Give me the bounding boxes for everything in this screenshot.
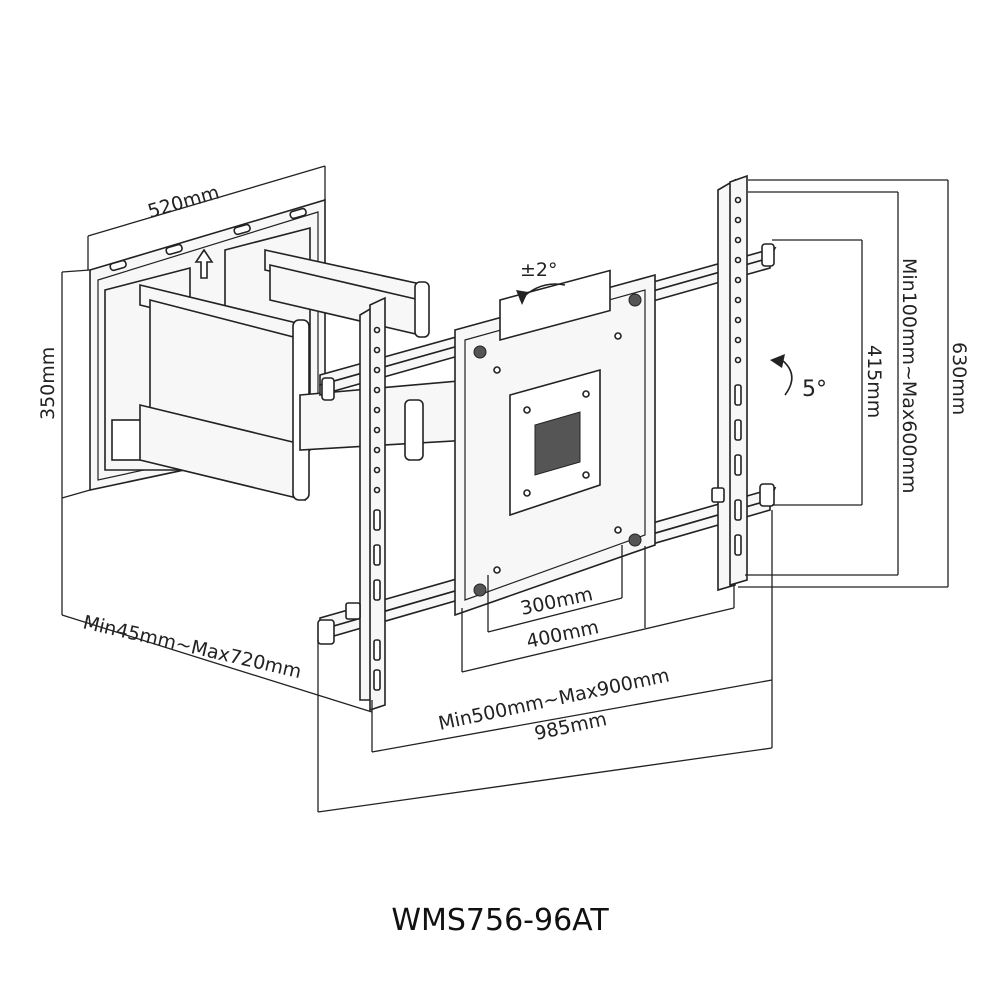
wall-plate-width-label: 520mm (145, 181, 222, 222)
vertical-range-label: Min100mm~Max600mm (898, 258, 920, 493)
overall-height-label: 630mm (948, 342, 970, 415)
vesa-vertical-label: 415mm (863, 345, 885, 418)
overall-width-label: 985mm (532, 708, 608, 745)
tilt-arrow-icon (516, 283, 566, 305)
tilt-label: ±2° (520, 259, 558, 281)
swivel-label: 5° (802, 377, 827, 402)
vesa-outer-label: 400mm (524, 616, 600, 653)
vesa-plate (454, 269, 656, 617)
left-vertical-bracket (345, 296, 386, 712)
right-vertical-bracket (711, 174, 748, 592)
swivel-arrow-icon (770, 354, 793, 396)
articulating-arms (139, 249, 471, 502)
wall-plate-height-label: 350mm (37, 347, 59, 420)
model-number: WMS756-96AT (391, 903, 609, 938)
dimension-lines (61, 165, 949, 813)
extension-label: Min45mm~Max720mm (81, 611, 304, 683)
